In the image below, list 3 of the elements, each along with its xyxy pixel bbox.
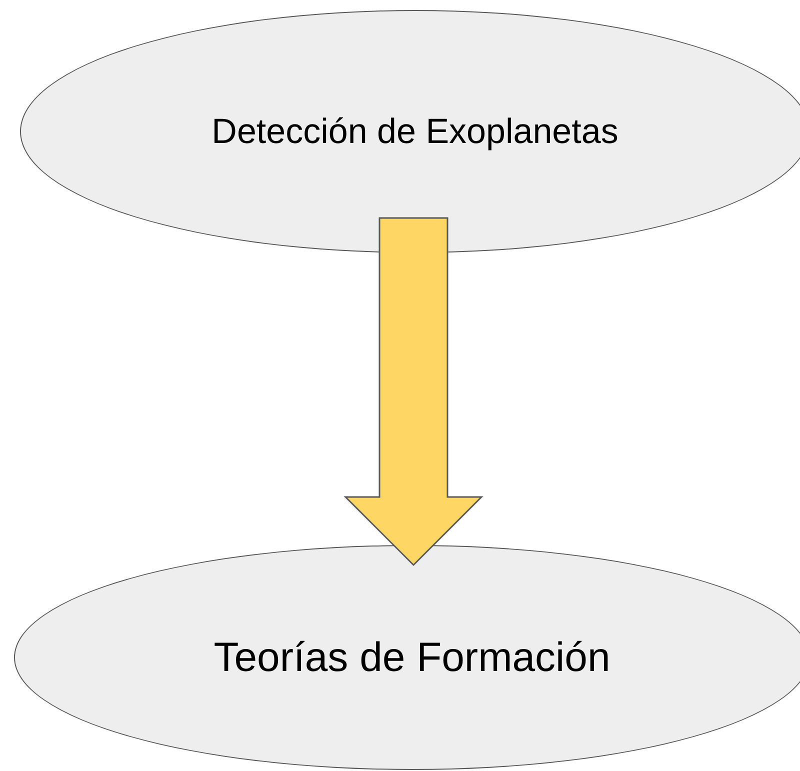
block-arrow: [344, 217, 484, 566]
node-label: Detección de Exoplanetas: [212, 112, 618, 152]
node-label: Teorías de Formación: [214, 634, 610, 681]
